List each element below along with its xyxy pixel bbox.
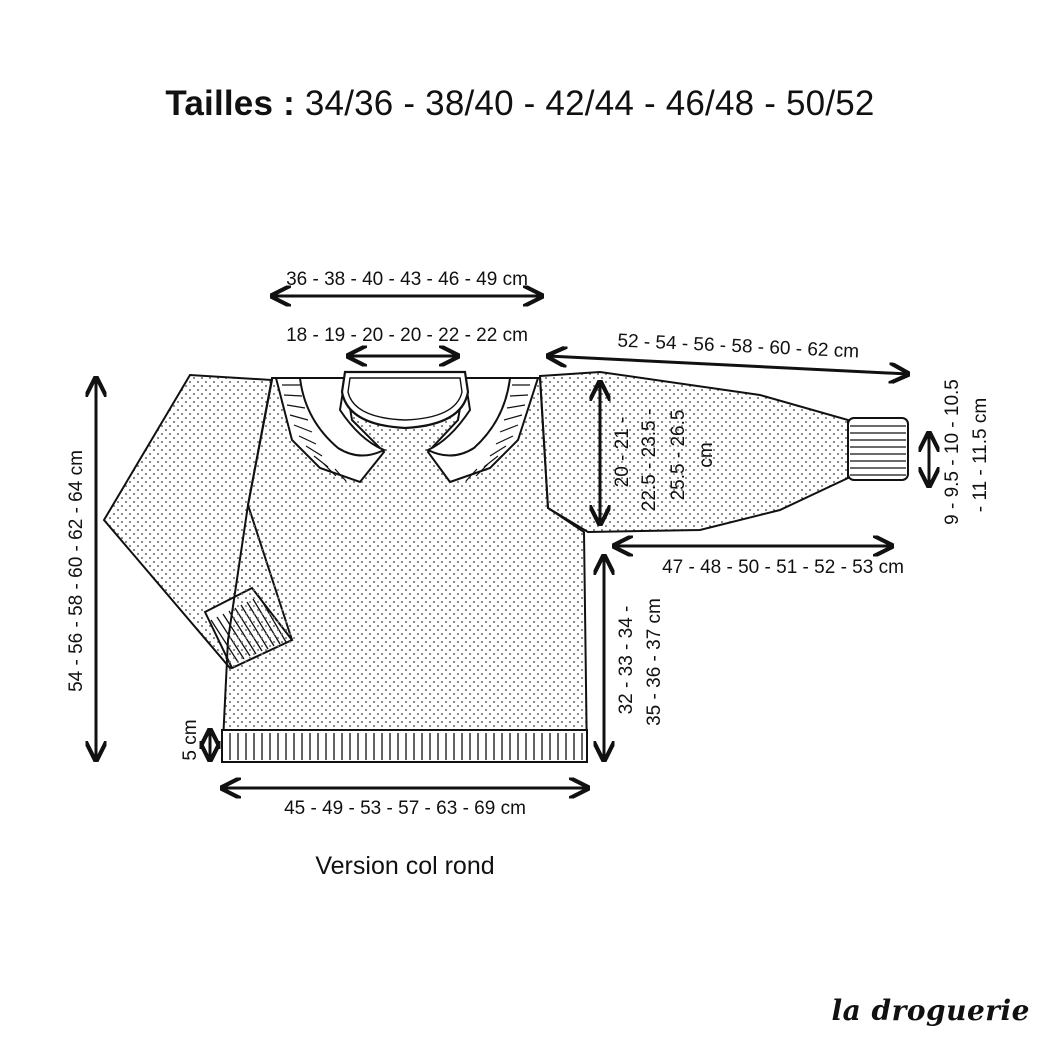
cuff-width-label-1: 9 - 9.5 - 10 - 10.5 (942, 379, 963, 525)
collar-width-label: 18 - 19 - 20 - 20 - 22 - 22 cm (286, 325, 528, 346)
measure-arrows (96, 296, 929, 788)
right-cuff (847, 417, 909, 481)
version-caption: Version col rond (315, 852, 495, 880)
sleeve-length-label: 52 - 54 - 56 - 58 - 60 - 62 cm (617, 331, 860, 363)
total-length-label: 54 - 56 - 58 - 60 - 62 - 64 cm (66, 450, 87, 692)
right-cuff-ribs (850, 425, 906, 476)
collar-left-panel (298, 377, 387, 457)
page-title: Tailles : 34/36 - 38/40 - 42/44 - 46/48 … (0, 84, 1040, 124)
collar-rib-lines (282, 384, 530, 482)
armhole-depth-label-4: cm (696, 442, 717, 467)
armhole-depth-label-2: 22.5 - 23.5 - (639, 409, 660, 511)
body-length-label-1: 32 - 33 - 34 - (616, 606, 637, 715)
armhole-depth-label-1: 20 - 21 - (612, 417, 633, 488)
body-length-label-2: 35 - 36 - 37 cm (644, 598, 665, 726)
sweater-body (220, 377, 589, 763)
title-sizes: 34/36 - 38/40 - 42/44 - 46/48 - 50/52 (304, 84, 875, 123)
neck-width-label: 36 - 38 - 40 - 43 - 46 - 49 cm (286, 269, 528, 290)
cuff-width-label-2: - 11 - 11.5 cm (970, 398, 991, 512)
body-rib (221, 729, 588, 763)
neckline (340, 370, 470, 430)
body-rib-lines (229, 733, 583, 760)
title-label: Tailles : (165, 84, 295, 123)
right-sleeve (538, 370, 849, 534)
brand-logo: la droguerie (831, 994, 1030, 1027)
rib-height-label: 5 cm (180, 719, 201, 760)
sleeve-length-arrow (548, 356, 908, 374)
armhole-depth-label-3: 25.5 - 26.5 (668, 410, 689, 501)
collar-right-panel (425, 377, 512, 457)
underarm-width-label: 47 - 48 - 50 - 51 - 52 - 53 cm (662, 557, 904, 578)
bottom-width-label: 45 - 49 - 53 - 57 - 63 - 69 cm (284, 798, 526, 819)
